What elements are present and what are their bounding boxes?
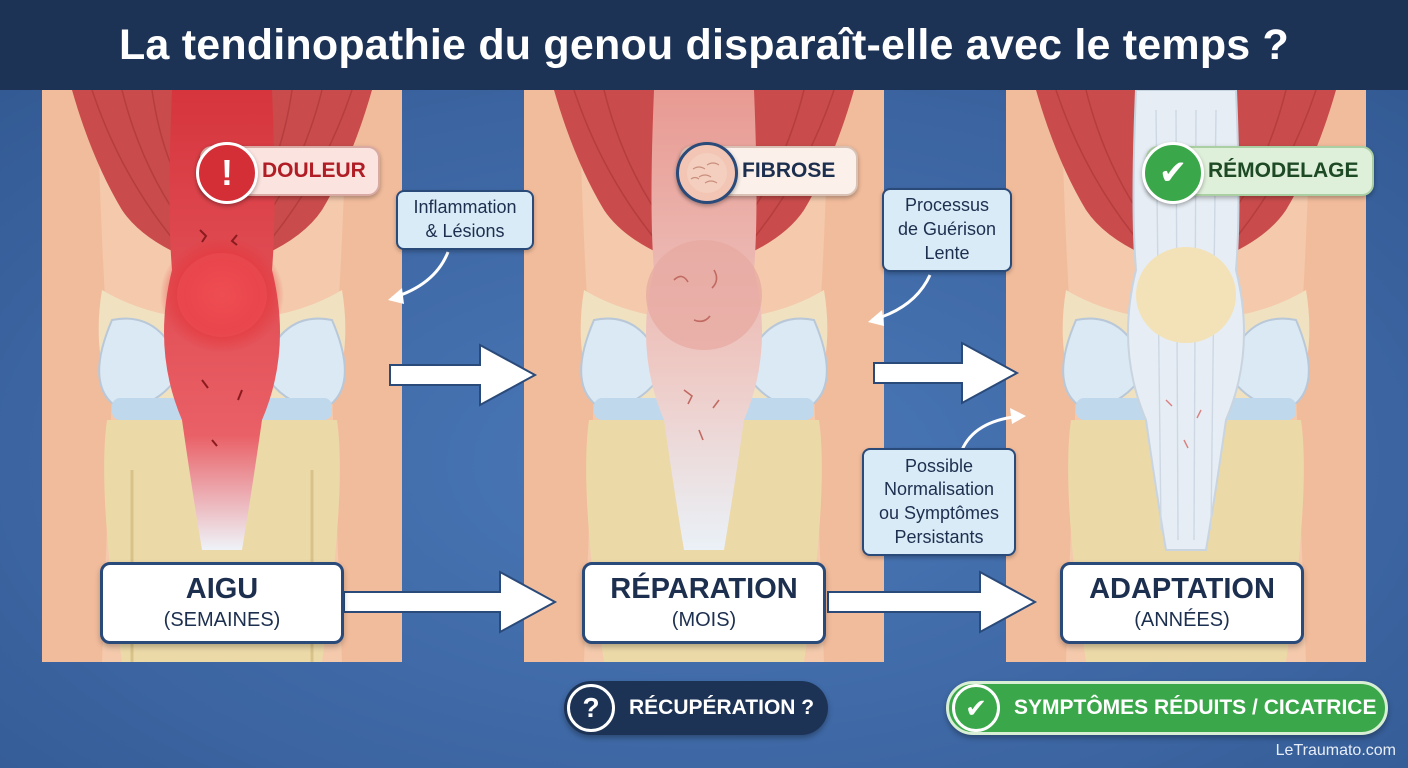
watermark: LeTraumato.com: [1275, 742, 1396, 759]
stage-title: RÉPARATION: [610, 573, 798, 606]
callout-line: & Lésions: [425, 221, 505, 241]
callout-line: Possible: [904, 455, 974, 476]
pill-label: RÉCUPÉRATION ?: [629, 696, 815, 719]
pill-reduced-symptoms: ✔ SYMPTÔMES RÉDUITS / CICATRICE: [946, 681, 1388, 735]
callout-healing: Processus de Guérison Lente: [882, 188, 1012, 272]
stage-label-repair: RÉPARATION (MOIS): [582, 562, 826, 644]
stage-label-adaptation: ADAPTATION (ANNÉES): [1060, 562, 1304, 644]
callout-line: Persistants: [894, 526, 984, 547]
fibrous-texture-icon: [676, 142, 738, 204]
badge-fibrose: FIBROSE: [676, 142, 858, 204]
callout-line: Processus: [904, 195, 990, 216]
pill-recovery-question: ? RÉCUPÉRATION ?: [564, 681, 828, 735]
pill-label: SYMPTÔMES RÉDUITS / CICATRICE: [1014, 696, 1377, 719]
stage-duration: (SEMAINES): [163, 608, 281, 631]
stage-label-acute: AIGU (SEMAINES): [100, 562, 344, 644]
callout-line: ou Symptômes: [878, 503, 1000, 523]
callout-inflammation: Inflammation & Lésions: [396, 190, 534, 250]
stage-title: ADAPTATION: [1089, 573, 1275, 606]
stage-duration: (ANNÉES): [1134, 608, 1230, 631]
title-bar: La tendinopathie du genou disparaît-elle…: [0, 0, 1408, 90]
stage-duration: (MOIS): [671, 608, 737, 631]
badge-label: RÉMODELAGE: [1208, 159, 1359, 182]
stage-title: AIGU: [185, 573, 259, 606]
callout-line: de Guérison: [897, 219, 997, 240]
exclamation-icon: !: [196, 142, 258, 204]
page-title: La tendinopathie du genou disparaît-elle…: [118, 20, 1290, 69]
check-icon: ✔: [1142, 142, 1204, 204]
callout-line: Lente: [924, 242, 970, 263]
check-icon: ✔: [952, 684, 1000, 732]
callout-line: Normalisation: [883, 479, 995, 500]
question-icon: ?: [567, 684, 615, 732]
badge-remodelage: ✔ RÉMODELAGE: [1142, 142, 1374, 204]
badge-douleur: ! DOULEUR: [196, 142, 380, 204]
callout-line: Inflammation: [413, 197, 517, 218]
badge-label: FIBROSE: [742, 159, 836, 182]
callout-outcome: Possible Normalisation ou Symptômes Pers…: [862, 448, 1016, 556]
badge-label: DOULEUR: [262, 159, 366, 182]
